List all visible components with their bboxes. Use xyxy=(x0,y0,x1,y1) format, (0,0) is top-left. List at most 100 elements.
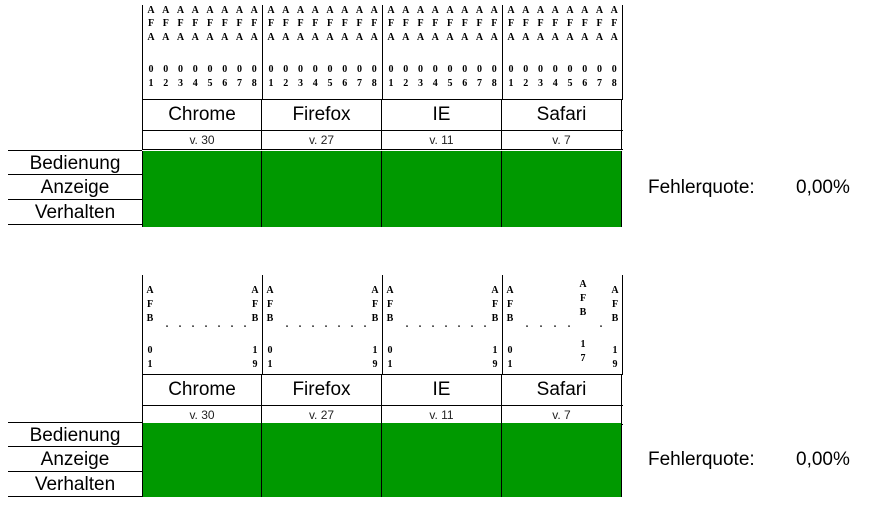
browser-ie: IE xyxy=(382,375,502,405)
tick-digit-tens: 0 xyxy=(237,64,242,75)
tick-letter-a: A xyxy=(507,5,515,16)
tick-digit-tens: 0 xyxy=(462,64,468,75)
tick-digit-tens: 0 xyxy=(567,64,573,75)
tick-letter-f: F xyxy=(417,18,424,29)
tick-digit-tens: 0 xyxy=(327,64,333,75)
range-tick-b: B xyxy=(491,313,499,324)
tick-letter-a2: A xyxy=(475,32,484,43)
result-cell-ie xyxy=(382,151,502,227)
range-dot: . xyxy=(444,319,448,330)
tick-digit-ones: 3 xyxy=(178,78,183,89)
range-tick-f: F xyxy=(266,299,274,310)
tick-letter-f: F xyxy=(491,18,498,29)
tick-digit-ones: 2 xyxy=(163,78,169,89)
tick-letter-f: F xyxy=(476,18,483,29)
tick-digit-tens: 0 xyxy=(418,64,423,75)
category-bedienung: Bedienung xyxy=(8,422,142,447)
tick-letter-f: F xyxy=(251,18,258,29)
range-tick-f: F xyxy=(611,299,619,310)
range-tick-tens: 1 xyxy=(580,339,586,350)
tick-digit-ones: 6 xyxy=(342,78,348,89)
browser-safari: Safari xyxy=(502,375,622,405)
range-dot: . xyxy=(470,319,474,330)
range-dot: . xyxy=(285,319,289,330)
category-bedienung: Bedienung xyxy=(8,150,142,175)
range-tick-a: A xyxy=(611,285,619,296)
range-tick-b: B xyxy=(579,307,587,318)
tick-letter-a: A xyxy=(595,5,604,16)
tick-letter-a: A xyxy=(370,5,378,16)
tick-letter-a: A xyxy=(296,5,305,16)
range-tick-a: A xyxy=(371,285,379,296)
range-tick-ones: 1 xyxy=(387,359,393,370)
range-dot: . xyxy=(311,319,315,330)
tick-digit-ones: 1 xyxy=(268,78,274,89)
range-tick-b: B xyxy=(251,313,259,324)
tick-digit-ones: 6 xyxy=(222,78,228,89)
tick-letter-a2: A xyxy=(191,32,199,43)
tick-letter-a2: A xyxy=(250,32,258,43)
tick-letter-a: A xyxy=(522,5,530,16)
version-ie: v. 11 xyxy=(382,406,502,424)
tick-digit-tens: 0 xyxy=(298,64,303,75)
tick-letter-a: A xyxy=(162,5,170,16)
tick-digit-tens: 0 xyxy=(477,64,482,75)
tick-letter-a: A xyxy=(551,5,559,16)
error-rate-label: Fehlerquote: xyxy=(648,177,755,198)
range-tick-ones: 9 xyxy=(612,359,618,370)
tick-letter-a2: A xyxy=(387,32,395,43)
range-tick-b: B xyxy=(386,313,394,324)
tick-letter-f: F xyxy=(326,18,334,29)
tick-letter-a: A xyxy=(490,5,498,16)
tick-digit-ones: 6 xyxy=(462,78,468,89)
tick-letter-a: A xyxy=(536,5,545,16)
tick-digit-ones: 2 xyxy=(283,78,289,89)
tick-letter-a: A xyxy=(235,5,244,16)
browser-ie: IE xyxy=(382,100,502,130)
tick-digit-ones: 4 xyxy=(432,78,438,89)
range-tick-ones: 1 xyxy=(147,359,153,370)
tick-letter-a: A xyxy=(581,5,589,16)
range-tick-tens: 1 xyxy=(252,345,258,356)
tick-letter-f: F xyxy=(177,18,184,29)
tick-digit-tens: 0 xyxy=(388,64,394,75)
tick-digit-tens: 0 xyxy=(432,64,438,75)
result-cell-firefox xyxy=(262,423,382,497)
range-tick-tens: 0 xyxy=(387,345,393,356)
version-ie: v. 11 xyxy=(382,131,502,149)
tick-digit-ones: 5 xyxy=(207,78,213,89)
tick-letter-a2: A xyxy=(507,32,515,43)
tick-letter-a2: A xyxy=(282,32,290,43)
tick-digit-tens: 0 xyxy=(207,64,213,75)
range-dot: . xyxy=(405,319,409,330)
tick-letter-a2: A xyxy=(206,32,214,43)
result-cell-chrome xyxy=(142,151,262,227)
tick-letter-a2: A xyxy=(221,32,229,43)
version-safari: v. 7 xyxy=(502,406,622,424)
tick-letter-f: F xyxy=(596,18,603,29)
range-tick-ones: 9 xyxy=(372,359,378,370)
tick-letter-f: F xyxy=(297,18,304,29)
tick-digit-ones: 5 xyxy=(327,78,333,89)
tick-letter-a: A xyxy=(221,5,229,16)
tick-digit-tens: 0 xyxy=(312,64,318,75)
category-anzeige: Anzeige xyxy=(8,447,142,472)
range-dot: . xyxy=(324,319,328,330)
tick-letter-a: A xyxy=(475,5,484,16)
range-dot: . xyxy=(567,319,571,330)
error-rate-value: 0,00% xyxy=(796,449,850,470)
tick-letter-a: A xyxy=(341,5,349,16)
range-tick-b: B xyxy=(146,313,154,324)
tick-digit-tens: 0 xyxy=(371,64,377,75)
range-tick-ones: 7 xyxy=(580,353,586,364)
error-rate-label: Fehlerquote: xyxy=(648,449,755,470)
range-dot: . xyxy=(230,319,234,330)
tick-letter-a2: A xyxy=(416,32,425,43)
tick-digit-ones: 4 xyxy=(552,78,558,89)
tick-digit-ones: 3 xyxy=(298,78,303,89)
tick-letter-f: F xyxy=(446,18,454,29)
range-tick-tens: 0 xyxy=(147,345,153,356)
tick-digit-tens: 0 xyxy=(178,64,183,75)
